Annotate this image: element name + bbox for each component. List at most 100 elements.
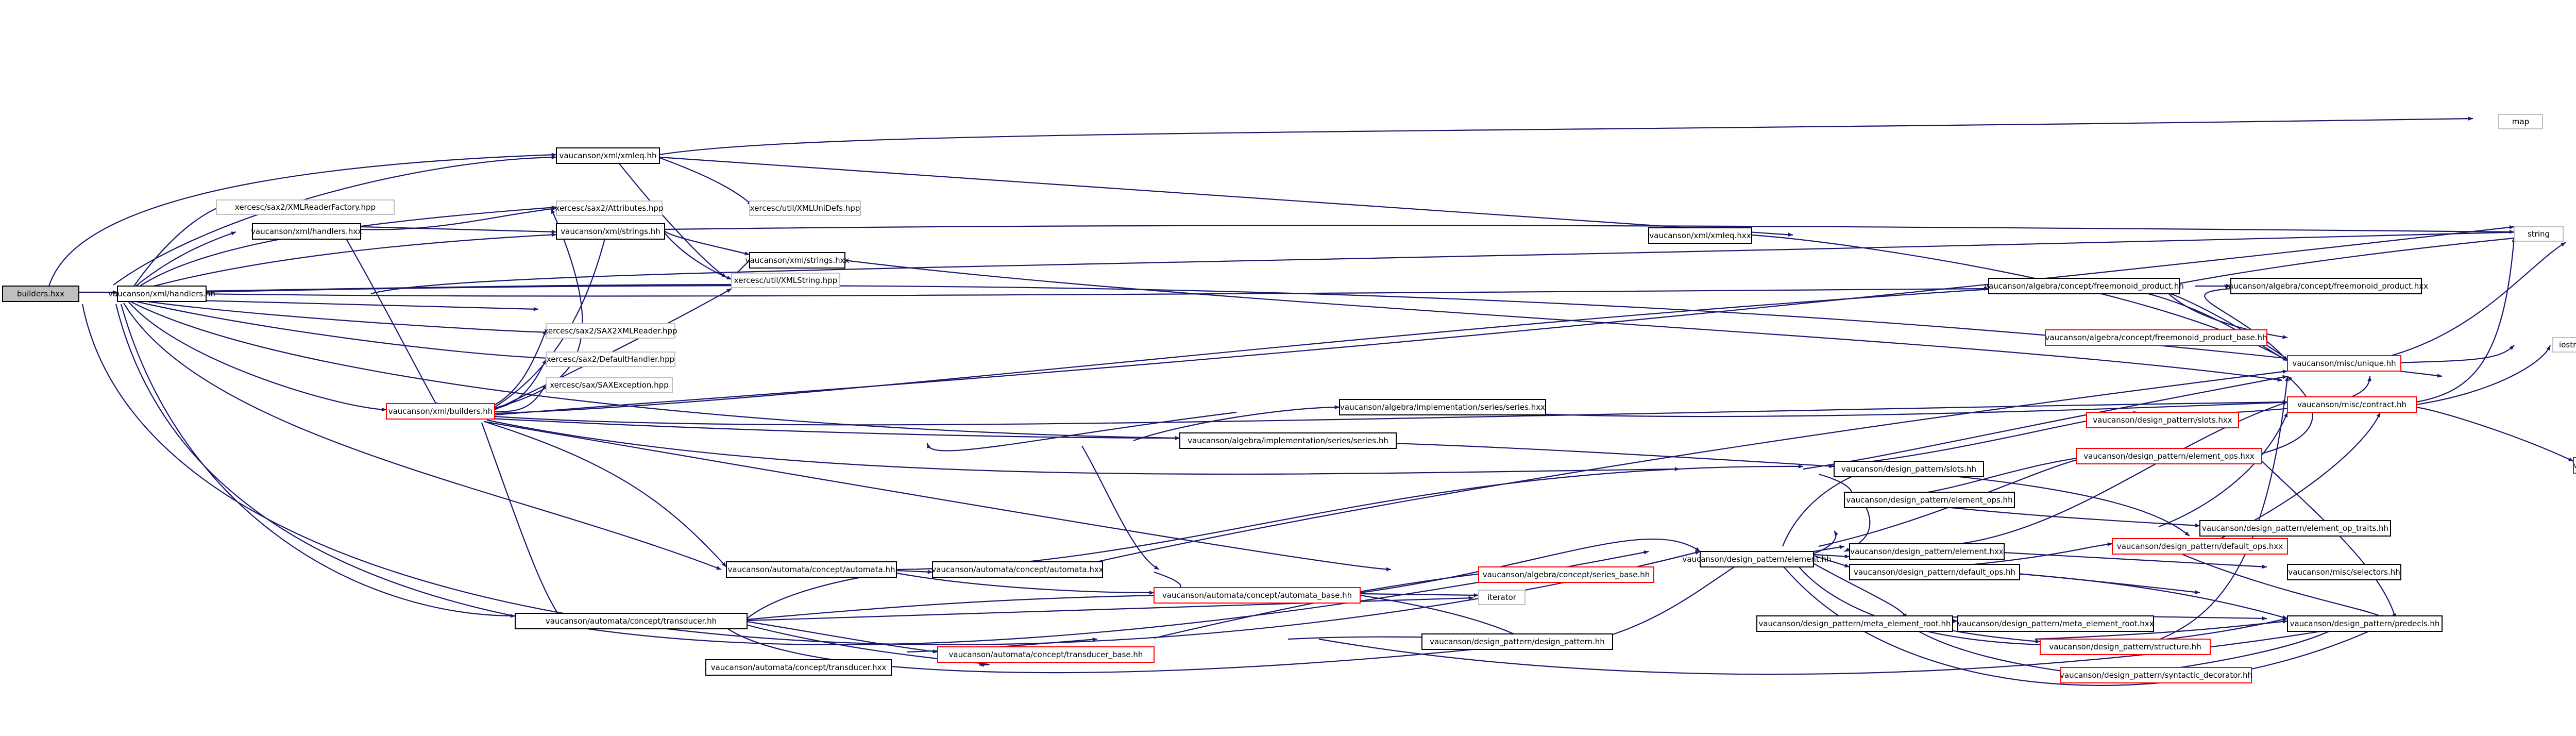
node-contract-hh[interactable]: vaucanson/misc/contract.hh: [2287, 396, 2417, 413]
node-box: [546, 377, 673, 393]
node-sax2reader[interactable]: xercesc/sax2/SAX2XMLReader.hpp: [544, 323, 677, 339]
node-automata-hh[interactable]: vaucanson/automata/concept/automata.hh: [726, 561, 897, 578]
edge-arrowhead: [2546, 345, 2550, 350]
node-xmlstring[interactable]: xercesc/util/XMLString.hpp: [731, 273, 840, 288]
dependency-edge: [1803, 557, 1907, 619]
node-strings-hh[interactable]: vaucanson/xml/strings.hh: [556, 223, 665, 240]
node-box: [731, 273, 840, 288]
dependency-edge: [1360, 538, 1701, 594]
node-slots-hh[interactable]: vaucanson/design_pattern/slots.hh: [1834, 461, 1984, 477]
node-string[interactable]: string: [2514, 226, 2564, 242]
node-xmlunidefs[interactable]: xercesc/util/XMLUniDefs.hpp: [749, 200, 861, 216]
node-element-hxx[interactable]: vaucanson/design_pattern/element.hxx: [1849, 543, 2005, 560]
dependency-edge: [896, 572, 1155, 594]
node-label: xercesc/sax/SAXException.hpp: [550, 380, 669, 390]
node-fmp-hh[interactable]: vaucanson/algebra/concept/freemonoid_pro…: [1984, 278, 2184, 294]
node-series-hxx[interactable]: vaucanson/algebra/implementation/series/…: [1339, 399, 1546, 415]
node-iostream[interactable]: iostream: [2552, 337, 2576, 353]
edge-arrowhead: [2509, 345, 2514, 350]
node-readerfactory[interactable]: xercesc/sax2/XMLReaderFactory.hpp: [216, 199, 395, 215]
edge-arrowhead: [2282, 356, 2287, 361]
node-element-hh[interactable]: vaucanson/design_pattern/element.hh: [1682, 551, 1832, 567]
edge-arrowhead: [1695, 550, 1700, 555]
node-design-pattern-hh[interactable]: vaucanson/design_pattern/design_pattern.…: [1421, 633, 1613, 650]
node-iterator[interactable]: iterator: [1478, 590, 1526, 605]
node-label: vaucanson/xml/handlers.hh: [108, 289, 215, 298]
node-defaulthandler[interactable]: xercesc/sax2/DefaultHandler.hpp: [546, 352, 675, 367]
node-saxexception[interactable]: xercesc/sax/SAXException.hpp: [546, 377, 673, 393]
node-automata-base-hh[interactable]: vaucanson/automata/concept/automata_base…: [1154, 587, 1361, 604]
node-series-hh[interactable]: vaucanson/algebra/implementation/series/…: [1179, 432, 1397, 449]
node-predecls-hh[interactable]: vaucanson/design_pattern/predecls.hh: [2287, 615, 2443, 632]
edge-arrowhead: [2262, 616, 2267, 621]
node-label: vaucanson/design_pattern/element_ops.hh: [1846, 495, 2012, 505]
edge-arrowhead: [1834, 531, 1839, 536]
dependency-edge: [360, 207, 557, 230]
node-slots-hxx[interactable]: vaucanson/design_pattern/slots.hxx: [2086, 412, 2239, 428]
node-syntactic-decorator-hh[interactable]: vaucanson/design_pattern/syntactic_decor…: [2060, 667, 2252, 683]
dependency-edge: [360, 226, 557, 233]
node-builders-hh[interactable]: vaucanson/xml/builders.hh: [386, 403, 495, 420]
node-selectors-hh[interactable]: vaucanson/misc/selectors.hh: [2287, 564, 2401, 580]
node-automata-hxx[interactable]: vaucanson/automata/concept/automata.hxx: [931, 561, 1104, 578]
node-series-base-hh[interactable]: vaucanson/algebra/concept/series_base.hh: [1478, 566, 1654, 583]
node-box: [1957, 615, 2154, 632]
node-box: [546, 352, 675, 367]
node-label: iterator: [1487, 593, 1517, 602]
node-default-ops-hh[interactable]: vaucanson/design_pattern/default_ops.hh: [1849, 564, 2020, 580]
node-label: vaucanson/misc/selectors.hh: [2288, 567, 2400, 577]
node-handlers-hxx[interactable]: vaucanson/xml/handlers.hxx: [251, 223, 362, 240]
node-transducer-base-hh[interactable]: vaucanson/automata/concept/transducer_ba…: [937, 646, 1155, 663]
node-label: vaucanson/design_pattern/default_ops.hh: [1854, 567, 2015, 577]
dependency-edge: [844, 259, 2283, 381]
dependency-edge: [1813, 554, 1850, 558]
node-map[interactable]: map: [2498, 114, 2543, 129]
node-box: [556, 200, 663, 216]
node-box: [556, 223, 665, 240]
node-box: [1421, 633, 1613, 650]
node-box: [2, 286, 79, 302]
dependency-edge: [747, 621, 938, 653]
dependency-edge: [1133, 406, 1340, 442]
dependency-edge: [1081, 445, 1160, 570]
node-transducer-hh[interactable]: vaucanson/automata/concept/transducer.hh: [515, 613, 748, 629]
edge-arrowhead: [112, 290, 117, 294]
node-unique-hh[interactable]: vaucanson/misc/unique.hh: [2287, 355, 2401, 372]
node-meta-element-root-hxx[interactable]: vaucanson/design_pattern/meta_element_ro…: [1957, 615, 2154, 632]
node-system-hh[interactable]: vaucanson/config/system.hh: [2573, 457, 2576, 474]
node-label: xercesc/sax2/Attributes.hpp: [555, 204, 664, 213]
node-attributes[interactable]: xercesc/sax2/Attributes.hpp: [555, 200, 664, 216]
node-strings-hxx[interactable]: vaucanson/xml/strings.hxx: [745, 252, 850, 269]
node-xmleq-hh[interactable]: vaucanson/xml/xmleq.hh: [556, 147, 660, 164]
dependency-edge: [747, 594, 1160, 621]
node-builders-hxx[interactable]: builders.hxx: [2, 286, 79, 302]
node-element-ops-hxx[interactable]: vaucanson/design_pattern/element_ops.hxx: [2076, 448, 2262, 464]
node-default-ops-hxx[interactable]: vaucanson/design_pattern/default_ops.hxx: [2112, 538, 2288, 555]
node-handlers-hh[interactable]: vaucanson/xml/handlers.hh: [108, 286, 215, 302]
node-structure-hh[interactable]: vaucanson/design_pattern/structure.hh: [2040, 639, 2211, 655]
node-meta-element-root-hh[interactable]: vaucanson/design_pattern/meta_element_ro…: [1756, 615, 1953, 632]
edge-arrowhead: [927, 570, 933, 574]
node-label: vaucanson/design_pattern/slots.hh: [1841, 464, 1976, 474]
node-fmp-base-hh[interactable]: vaucanson/algebra/concept/freemonoid_pro…: [2045, 329, 2267, 346]
node-transducer-hxx[interactable]: vaucanson/automata/concept/transducer.hx…: [705, 659, 892, 676]
edge-arrowhead: [2282, 620, 2287, 624]
node-label: vaucanson/xml/strings.hh: [561, 227, 660, 236]
dependency-edge: [144, 233, 557, 290]
node-element-op-traits[interactable]: vaucanson/design_pattern/element_op_trai…: [2199, 520, 2391, 537]
node-xmleq-hxx[interactable]: vaucanson/xml/xmleq.hxx: [1648, 227, 1752, 244]
edge-arrowhead: [726, 275, 732, 280]
dependency-edge: [747, 572, 887, 619]
edge-arrowhead: [1643, 550, 1649, 555]
dependency-edge: [133, 300, 552, 359]
node-element-ops-hh[interactable]: vaucanson/design_pattern/element_ops.hh: [1844, 492, 2015, 508]
node-fmp-hxx[interactable]: vaucanson/algebra/concept/freemonoid_pro…: [2224, 278, 2428, 294]
edge-arrowhead: [1386, 567, 1391, 572]
node-label: vaucanson/algebra/concept/freemonoid_pro…: [2045, 333, 2267, 343]
dependency-edge: [2158, 412, 2289, 528]
dependency-edge: [131, 302, 1180, 439]
node-box: [2287, 615, 2443, 632]
node-label: vaucanson/xml/xmleq.hh: [560, 151, 657, 160]
edge-arrowhead: [2282, 402, 2287, 406]
node-box: [546, 323, 675, 339]
